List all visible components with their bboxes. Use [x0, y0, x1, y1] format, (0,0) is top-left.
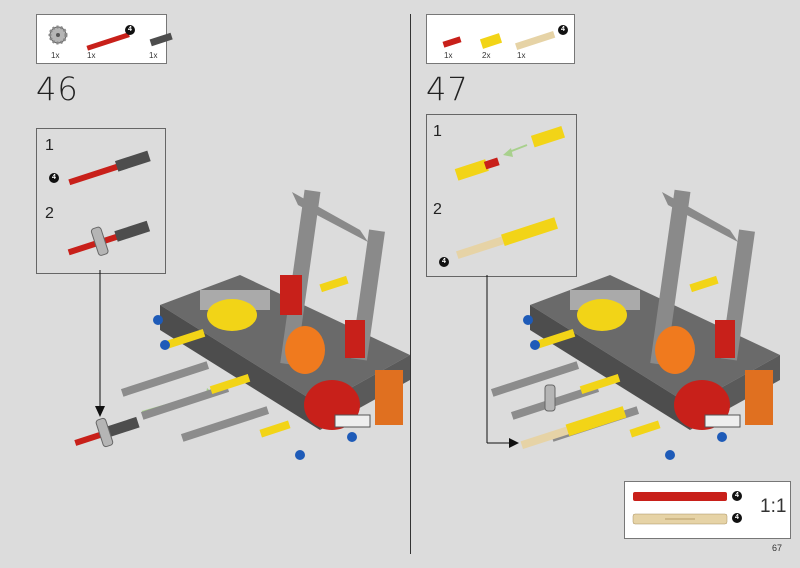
substep-number: 1 [433, 123, 442, 140]
axle-length-badge: 4 [558, 25, 568, 35]
part-qty: 1x [444, 51, 453, 60]
substep-number: 1 [45, 137, 54, 154]
scale-reference-art [632, 492, 728, 525]
placement-arrow-47 [486, 275, 519, 448]
step-number: 47 [426, 70, 469, 108]
axle-length-badge: 4 [49, 173, 59, 183]
substep-box-47: 1 2 4 [426, 114, 577, 277]
page-divider [410, 14, 411, 554]
red-axle-part-icon [86, 32, 130, 51]
axle-with-gear-icon [67, 220, 151, 256]
substep-art-47 [454, 126, 566, 259]
page-number: 67 [772, 543, 783, 553]
tan-axle-installed-icon [520, 406, 627, 450]
axle-length-badge: 4 [732, 513, 742, 523]
axle-length-badge: 4 [732, 491, 742, 501]
axle-length-badge: 4 [439, 257, 449, 267]
red-axle-scale-icon [633, 492, 727, 501]
part-qty: 1x [87, 51, 96, 60]
tan-axle-part-icon [515, 30, 556, 50]
yellow-connector-part-icon [479, 33, 503, 49]
part-qty: 2x [482, 51, 491, 60]
model-assembly-47 [490, 189, 780, 460]
gray-pin-part-icon [149, 32, 173, 47]
parts-list-art-46 [48, 25, 173, 51]
yellow-connector-icon [530, 126, 566, 148]
axle-gear-assembly-icon [74, 416, 140, 448]
substep-art-46 [67, 150, 151, 256]
substep-number: 2 [433, 201, 442, 218]
scale-reference-box: 4 4 [624, 481, 791, 539]
substep-box-46: 1 4 2 [36, 128, 166, 274]
part-qty: 1x [517, 51, 526, 60]
step-number: 46 [36, 70, 79, 108]
parts-list-step-46: 4 1x 1x 1x [36, 14, 173, 64]
axle-with-pin-icon [68, 150, 151, 186]
yellow-connector-with-pin-icon [454, 157, 500, 181]
tan-axle-with-connector-icon [455, 217, 559, 259]
parts-list-art-47 [442, 30, 556, 50]
substep-number: 2 [45, 205, 54, 222]
model-assembly-46 [120, 189, 410, 460]
red-pin-part-icon [442, 36, 462, 48]
part-qty: 1x [51, 51, 60, 60]
parts-list-step-47: 4 1x 2x 1x [426, 14, 575, 64]
gear-part-icon [48, 25, 68, 45]
part-qty: 1x [149, 51, 158, 60]
scale-label: 1:1 [760, 496, 787, 517]
axle-length-badge: 4 [125, 25, 135, 35]
